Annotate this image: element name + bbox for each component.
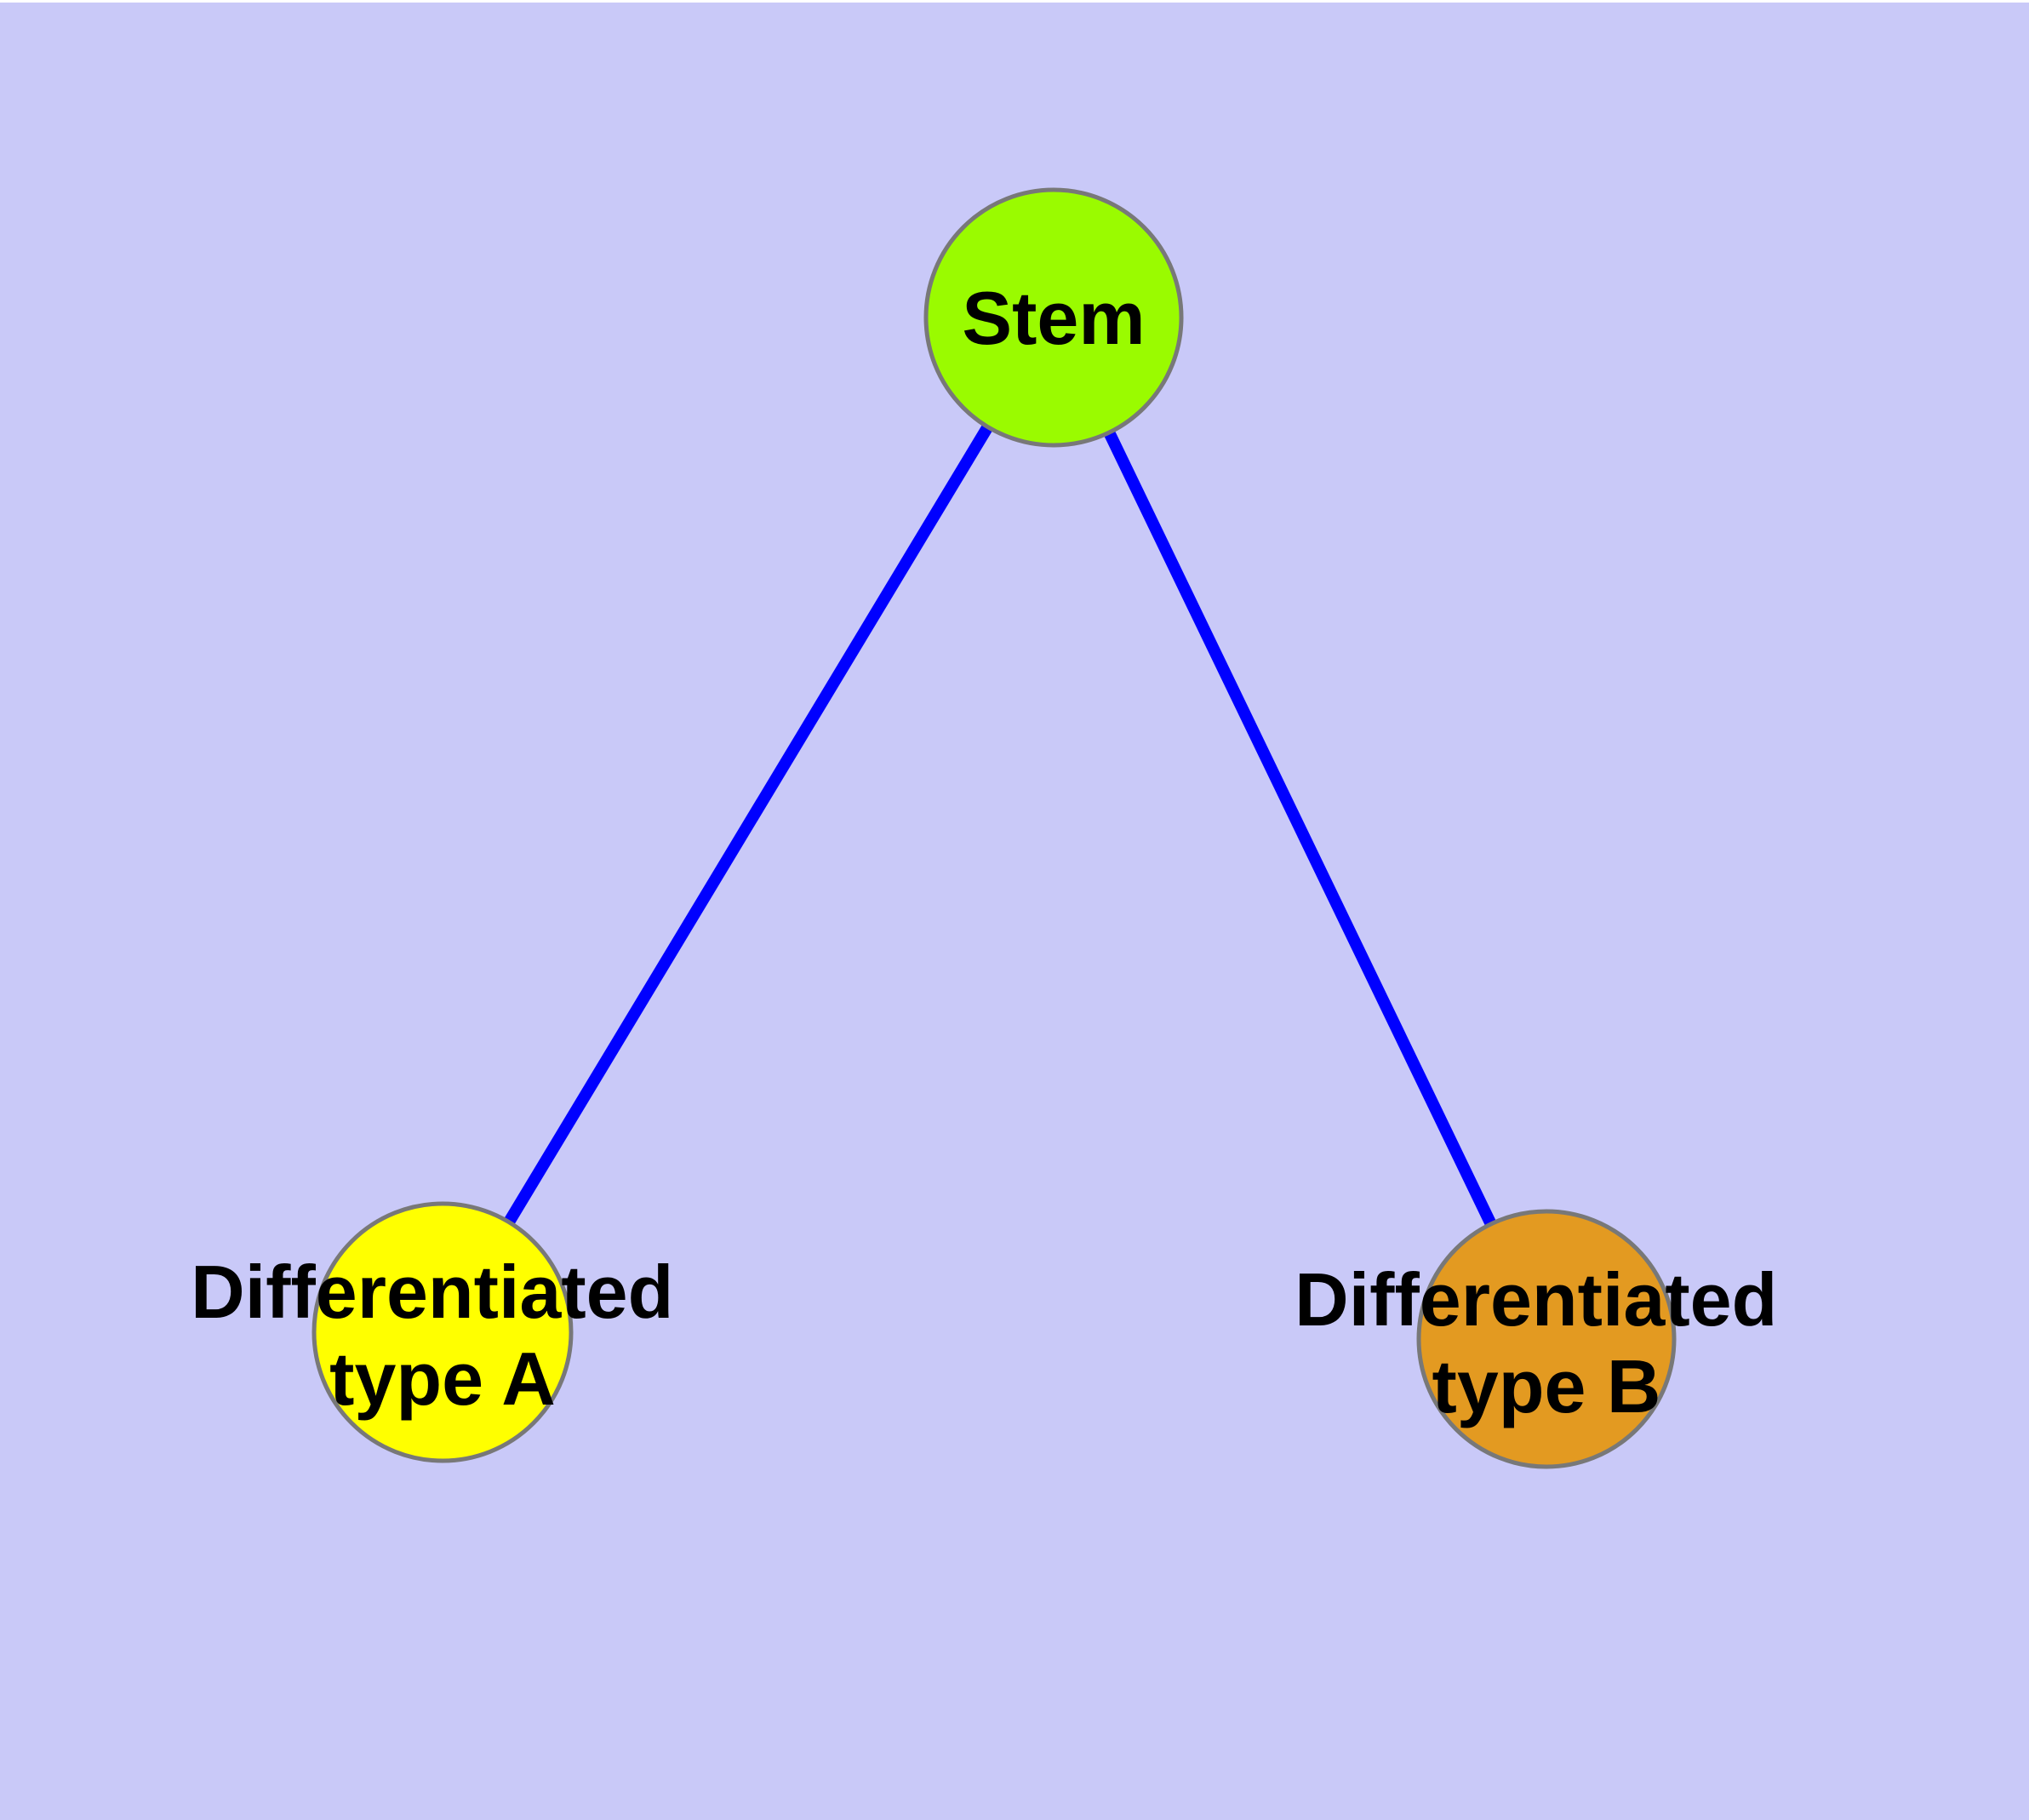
edge-stem-to-type-b	[1048, 314, 1552, 1342]
node-type-b-label-line1: Differentiated	[1295, 1257, 1777, 1342]
node-type-a-circle	[311, 1201, 574, 1463]
node-type-a-label-line2: type A	[329, 1336, 556, 1421]
node-stem-label: Stem	[962, 276, 1145, 360]
node-stem-circle	[923, 187, 1184, 448]
node-type-b-circle	[1416, 1209, 1677, 1469]
node-type-b-label: Differentiated type B	[1295, 1257, 1798, 1428]
node-type-b-label-line2: type B	[1432, 1344, 1661, 1428]
node-type-a-label: Differentiated type A	[191, 1250, 694, 1421]
edge-stem-to-type-a	[437, 314, 1059, 1336]
node-type-a-label-line1: Differentiated	[191, 1250, 673, 1334]
top-edge-strip	[0, 0, 2029, 3]
